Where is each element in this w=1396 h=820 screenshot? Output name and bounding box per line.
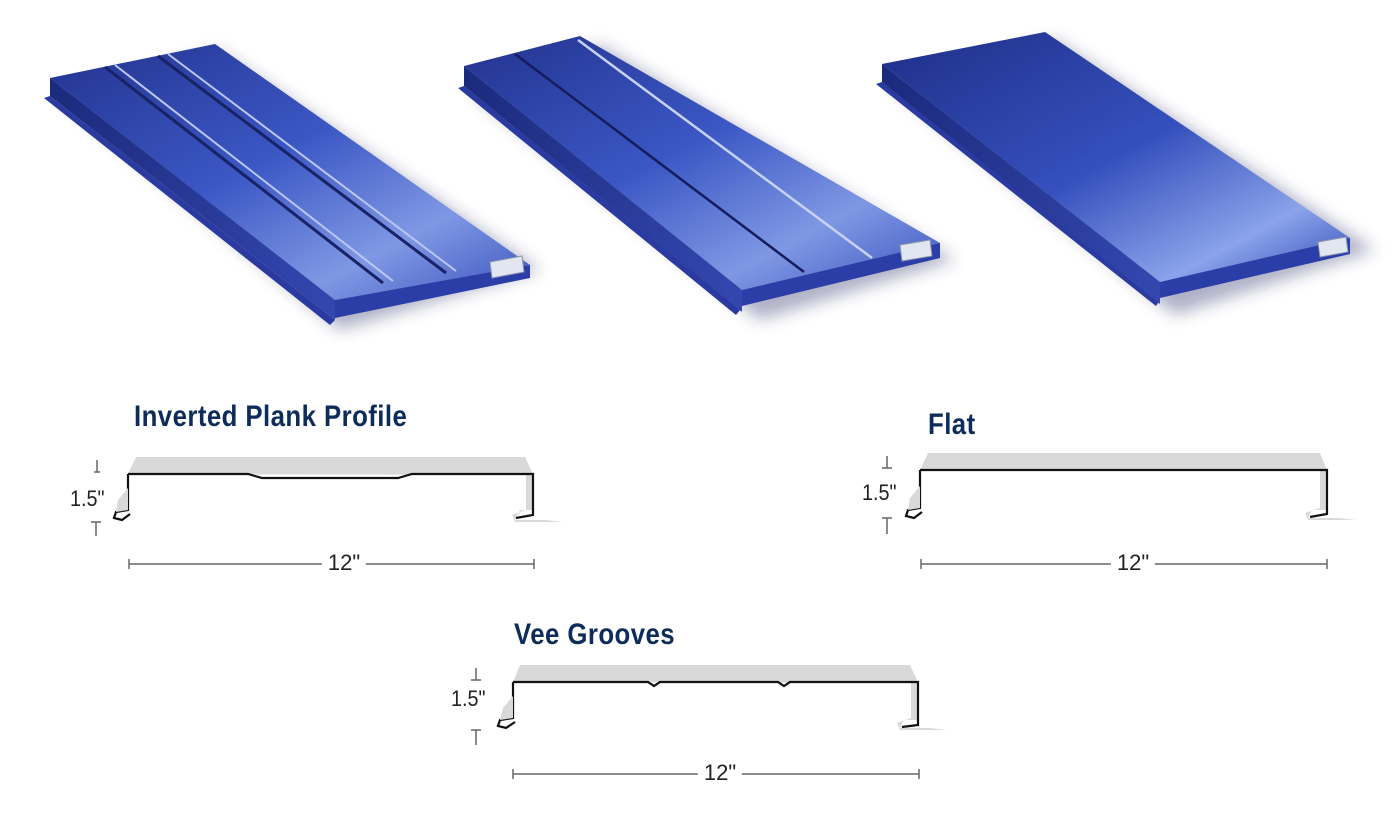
- profile-title: Inverted Plank Profile: [134, 400, 408, 433]
- height-dimension: 1.5": [451, 686, 486, 711]
- flat-panel-render: [876, 32, 1375, 315]
- width-dimension: 12": [697, 760, 743, 786]
- profile-title: Flat: [928, 408, 976, 441]
- width-dimension: 12": [1110, 550, 1156, 576]
- height-dimension: 1.5": [862, 480, 897, 505]
- profile-title: Vee Grooves: [514, 618, 676, 651]
- inverted-plank-panel-render: [44, 44, 540, 330]
- vee-grooves-panel-render: [458, 36, 955, 320]
- height-dimension: 1.5": [70, 486, 105, 511]
- width-dimension: 12": [321, 550, 367, 576]
